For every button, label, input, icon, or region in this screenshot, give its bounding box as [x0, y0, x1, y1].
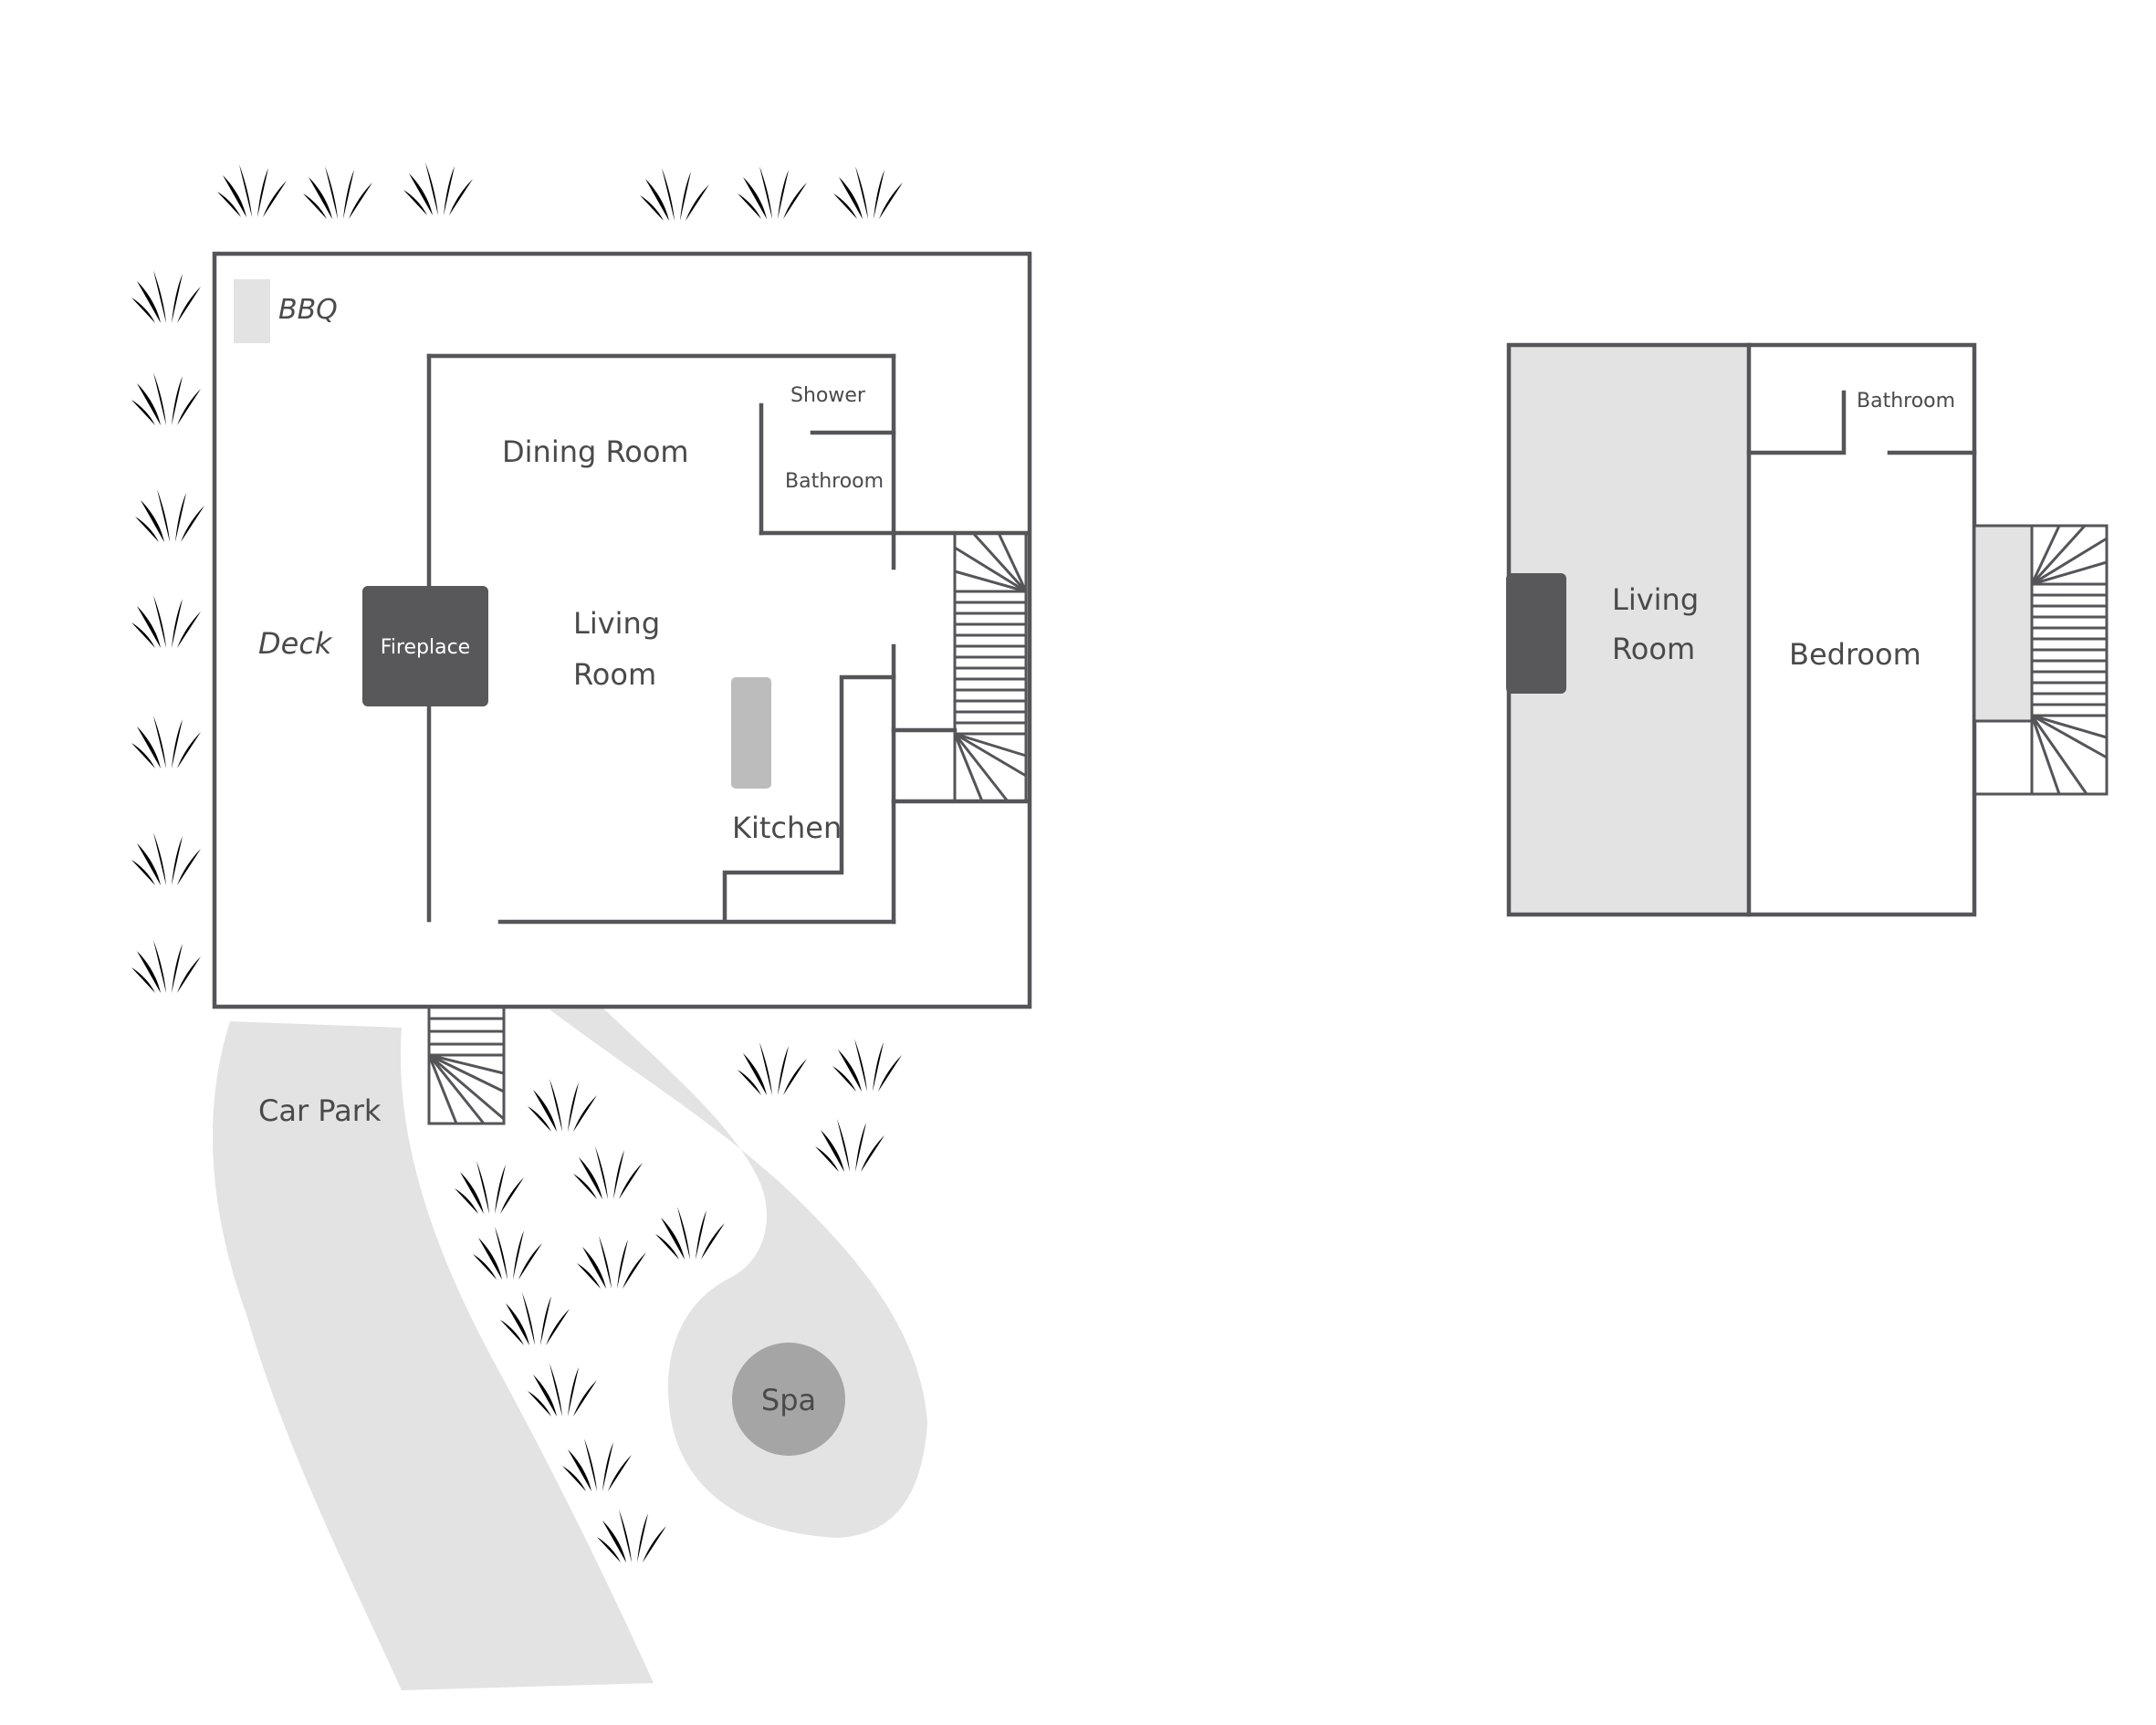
spa-label: Spa [761, 1383, 816, 1417]
living-room-label-2: Room [573, 657, 656, 692]
bbq-icon [234, 279, 270, 343]
upper-living-room-label-1: Living [1612, 582, 1699, 617]
dining-room-label: Dining Room [502, 434, 689, 469]
car-park-label: Car Park [258, 1093, 382, 1128]
shower-label: Shower [790, 384, 866, 407]
kitchen-label: Kitchen [732, 810, 842, 845]
stairs-upper [1973, 524, 2109, 796]
fireplace-label: Fireplace [381, 636, 470, 659]
spa-path [549, 1008, 927, 1538]
living-room-label-1: Living [573, 606, 660, 641]
stairs-ground-entry [427, 1005, 506, 1125]
bedroom-label: Bedroom [1789, 637, 1921, 672]
car-park-area [212, 1021, 654, 1690]
upper-floor: Bathroom Living Room Bedroom [1506, 342, 2109, 917]
bathroom-ground-label: Bathroom [785, 470, 884, 493]
fireplace-icon [362, 586, 488, 706]
deck-label: Deck [258, 626, 333, 661]
ground-floor: BBQ Deck [212, 251, 1032, 1125]
kitchen-bench-icon [731, 677, 771, 789]
upper-fireplace-icon [1506, 573, 1566, 694]
stairs-ground-right [953, 531, 1028, 803]
upper-bathroom-label: Bathroom [1857, 390, 1955, 413]
spa: Spa [732, 1343, 845, 1456]
upper-living-room-label-2: Room [1612, 632, 1695, 666]
bbq-label: BBQ [278, 294, 338, 326]
